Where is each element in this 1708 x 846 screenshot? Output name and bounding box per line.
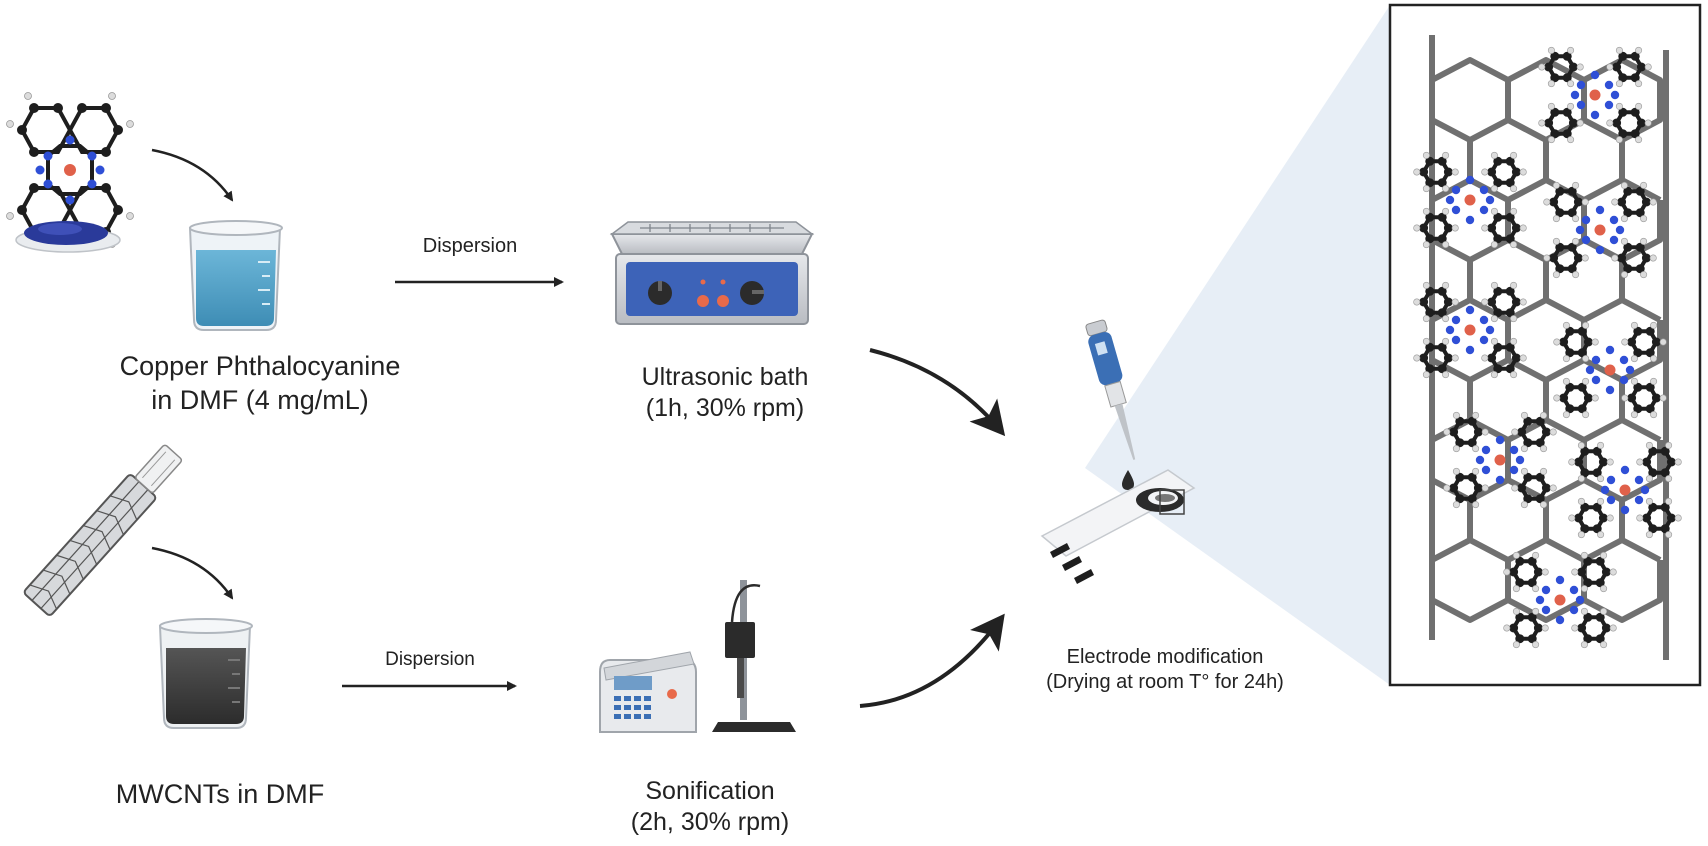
electrode-subtitle: (Drying at room T° for 24h)	[1046, 671, 1284, 693]
ultrasonic-title: Ultrasonic bath	[641, 363, 809, 391]
zoom-cone	[1085, 5, 1390, 685]
cupc-powder-icon	[15, 221, 121, 253]
sonification-label: Sonification (2h, 30% rpm)	[560, 776, 860, 839]
cupc-molecule-icon	[1443, 411, 1557, 509]
cupc-label: Copper Phthalocyanine in DMF (4 mg/mL)	[60, 350, 460, 418]
ultrasonic-bath-icon	[609, 221, 815, 325]
beaker-blue-icon	[188, 220, 283, 331]
electrode-title: Electrode modification	[1066, 646, 1264, 668]
mwcnt-label: MWCNTs in DMF	[115, 779, 325, 809]
arrow-sonicator-to-electrode	[859, 613, 1005, 708]
dispersion-bottom-label: Dispersion	[385, 649, 475, 670]
nanotube-icon	[23, 444, 183, 616]
cupc-subtitle: in DMF (4 mg/mL)	[151, 384, 369, 415]
beaker-dark-icon	[158, 618, 253, 729]
cupc-molecule-icon	[1543, 181, 1657, 279]
arrow-bath-to-electrode	[869, 348, 1006, 437]
cupc-molecule-icon	[1568, 441, 1682, 539]
pipette-icon	[1085, 319, 1136, 460]
electrode-label: Electrode modification (Drying at room T…	[1000, 645, 1330, 695]
sonification-subtitle: (2h, 30% rpm)	[630, 808, 790, 837]
cupc-molecule-icon	[1413, 151, 1527, 249]
sonification-title: Sonification	[645, 777, 775, 805]
sonicator-icon	[599, 580, 796, 733]
ultrasonic-label: Ultrasonic bath (1h, 30% rpm)	[560, 362, 890, 425]
dispersion-top-label: Dispersion	[422, 235, 518, 257]
ultrasonic-subtitle: (1h, 30% rpm)	[645, 394, 805, 423]
arrow-cnt-to-beaker	[151, 546, 234, 600]
cupc-adsorbed-molecules	[1413, 46, 1682, 649]
electrode-icon	[1040, 469, 1196, 584]
cupc-molecule-icon	[1503, 551, 1617, 649]
cupc-molecule-icon	[1553, 321, 1667, 419]
cupc-molecule-icon	[1413, 281, 1527, 379]
arrow-cupc-to-beaker	[151, 148, 234, 202]
cupc-molecule-icon	[1538, 46, 1652, 144]
cupc-title: Copper Phthalocyanine	[119, 351, 401, 381]
